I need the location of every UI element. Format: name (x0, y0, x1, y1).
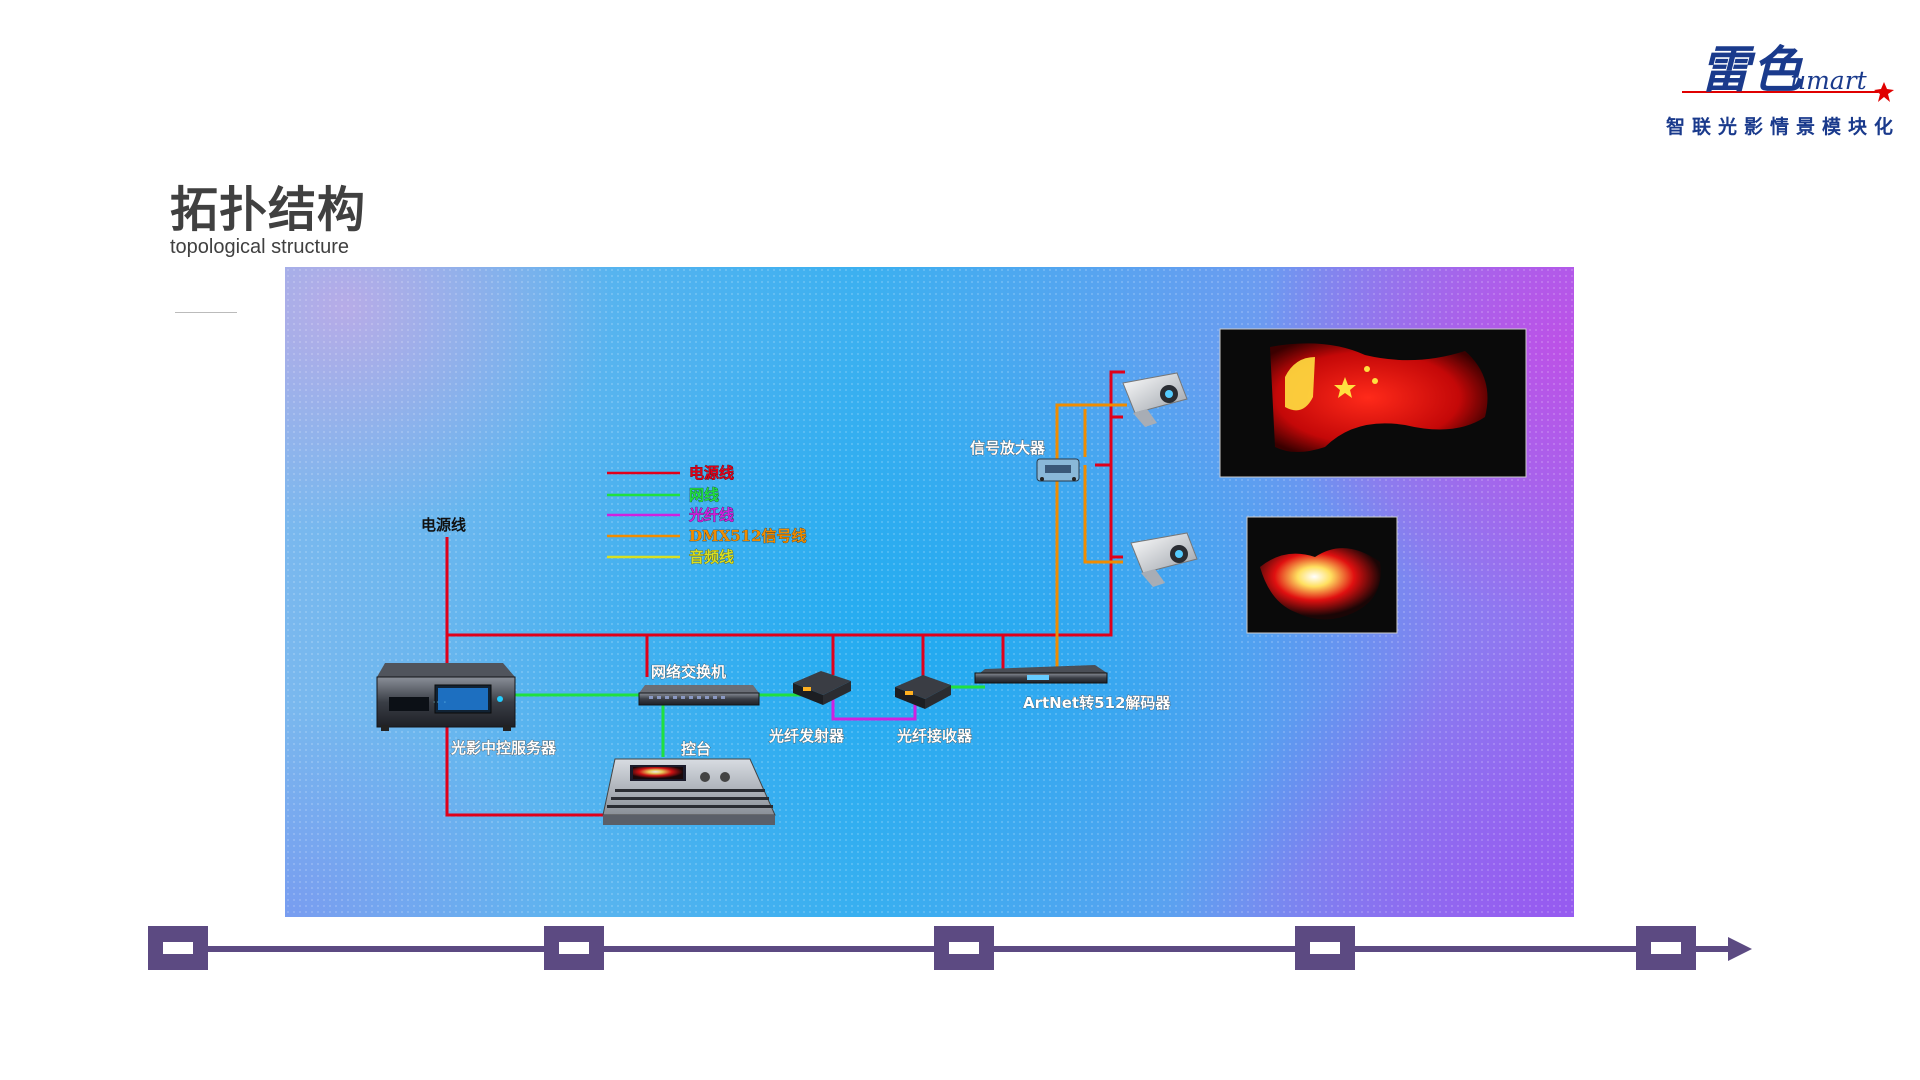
logo-slogan: 智联光影情景模块化 (1666, 116, 1901, 138)
topology-diagram: 电源线 网线 光纤线 DMX512信号线 音频线 电源线 Cloud ·· ··… (376, 328, 1527, 825)
lighting-console-device (602, 758, 776, 825)
decoder-label: ArtNet转512解码器 (1023, 694, 1171, 712)
timeline-marker[interactable] (148, 926, 208, 970)
power-source-label: 电源线 (421, 516, 466, 534)
page-title: 拓扑结构 (170, 182, 367, 238)
logo-latin-text: umart (1790, 66, 1867, 95)
projector-top-device (1122, 372, 1188, 427)
timeline-arrow-icon (1728, 937, 1752, 961)
server-label: 光影中控服务器 (450, 739, 557, 757)
fiber-receiver-device (895, 675, 951, 709)
company-logo (1660, 30, 1920, 140)
projection-image-flag (1219, 328, 1527, 478)
logo-script-text: 雷色 (1700, 40, 1804, 99)
legend-label-fiber: 光纤线 (688, 506, 734, 524)
fiber-transmitter-device (793, 671, 851, 705)
timeline-marker[interactable] (544, 926, 604, 970)
legend-label-network: 网线 (689, 486, 719, 504)
console-label: 控台 (681, 740, 711, 758)
logo-laser-line (1682, 82, 1894, 102)
legend-label-audio: 音频线 (689, 548, 734, 566)
title-divider (175, 312, 237, 313)
page-subtitle: topological structure (170, 236, 349, 258)
fiber-tx-label: 光纤发射器 (768, 727, 845, 745)
projection-image-emblem (1246, 516, 1398, 634)
laser-star-icon (1874, 82, 1894, 102)
dmx-cables (1055, 403, 1127, 672)
fiber-cables (831, 699, 917, 721)
network-switch-device (638, 685, 760, 706)
server-device: Cloud ·· ·· ·· · (376, 663, 516, 731)
signal-amplifier-device (1036, 458, 1080, 482)
topology-panel: 电源线 网线 光纤线 DMX512信号线 音频线 电源线 Cloud ·· ··… (285, 267, 1574, 917)
timeline-marker[interactable] (1295, 926, 1355, 970)
timeline-marker[interactable] (1636, 926, 1696, 970)
timeline-marker[interactable] (934, 926, 994, 970)
cable-legend: 电源线 网线 光纤线 DMX512信号线 音频线 (607, 464, 807, 566)
legend-label-power: 电源线 (689, 464, 734, 482)
legend-label-dmx: DMX512信号线 (689, 527, 807, 545)
switch-label: 网络交换机 (651, 663, 726, 681)
fiber-rx-label: 光纤接收器 (896, 727, 973, 745)
projector-bottom-device (1130, 532, 1198, 587)
amplifier-label: 信号放大器 (970, 439, 1046, 457)
artnet-decoder-device (974, 665, 1108, 684)
